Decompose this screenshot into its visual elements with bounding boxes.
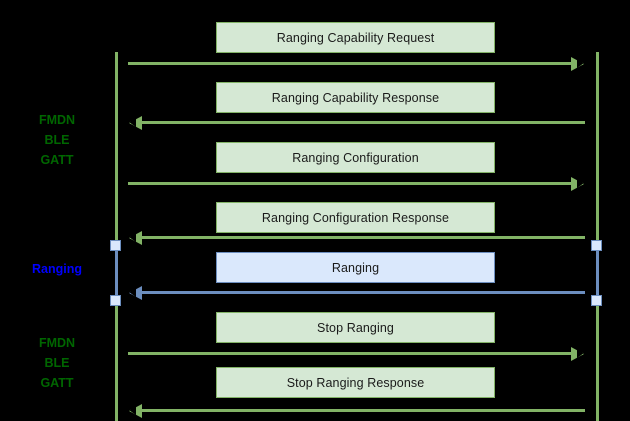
phase-label-phase-top: FMDN BLE GATT bbox=[38, 113, 76, 167]
message-arrow-6 bbox=[129, 403, 585, 418]
arrow-head-notch bbox=[129, 117, 136, 127]
arrow-shaft bbox=[130, 236, 585, 239]
message-arrow-5 bbox=[128, 346, 584, 361]
message-box-4[interactable]: Ranging bbox=[216, 252, 495, 283]
arrow-shaft bbox=[130, 291, 585, 294]
arrow-shaft bbox=[128, 182, 583, 185]
arrow-shaft bbox=[130, 409, 585, 412]
arrow-head-notch bbox=[129, 287, 136, 297]
message-arrow-3 bbox=[129, 230, 585, 245]
activation-marker-right-ranging-end bbox=[591, 295, 602, 306]
activation-marker-right-ranging-start bbox=[591, 240, 602, 251]
message-box-0[interactable]: Ranging Capability Request bbox=[216, 22, 495, 53]
arrow-head-notch bbox=[129, 405, 136, 415]
phase-label-phase-bottom: FMDN BLE GATT bbox=[38, 336, 76, 390]
message-box-6[interactable]: Stop Ranging Response bbox=[216, 367, 495, 398]
activation-bar-right-ranging bbox=[596, 245, 599, 300]
message-box-3[interactable]: Ranging Configuration Response bbox=[216, 202, 495, 233]
arrow-head-notch bbox=[129, 232, 136, 242]
lifeline-left bbox=[115, 52, 118, 421]
message-box-5[interactable]: Stop Ranging bbox=[216, 312, 495, 343]
message-arrow-0 bbox=[128, 56, 584, 71]
arrow-shaft bbox=[128, 62, 583, 65]
activation-marker-left-ranging-end bbox=[110, 295, 121, 306]
arrow-head-notch bbox=[577, 348, 584, 358]
message-arrow-2 bbox=[128, 176, 584, 191]
arrow-shaft bbox=[130, 121, 585, 124]
message-box-2[interactable]: Ranging Configuration bbox=[216, 142, 495, 173]
activation-marker-left-ranging-start bbox=[110, 240, 121, 251]
message-arrow-1 bbox=[129, 115, 585, 130]
message-arrow-4 bbox=[129, 285, 585, 300]
activation-bar-left-ranging bbox=[115, 245, 118, 300]
arrow-shaft bbox=[128, 352, 583, 355]
lifeline-right bbox=[596, 52, 599, 421]
arrow-head-notch bbox=[577, 58, 584, 68]
message-box-1[interactable]: Ranging Capability Response bbox=[216, 82, 495, 113]
arrow-head-notch bbox=[577, 178, 584, 188]
phase-label-phase-ranging: Ranging bbox=[32, 262, 82, 276]
